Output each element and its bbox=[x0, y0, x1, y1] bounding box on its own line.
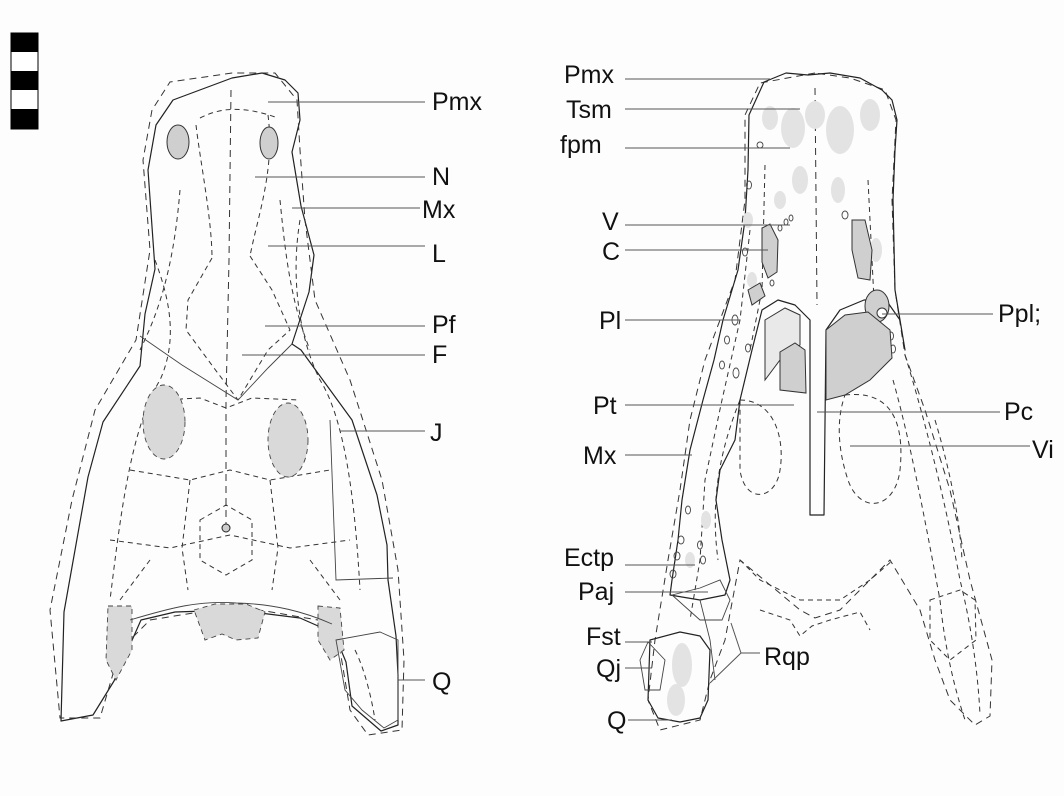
dorsal-view-skull bbox=[50, 73, 404, 735]
label-palatal-rqp: Rqp bbox=[764, 643, 810, 671]
label-palatal-paj: Paj bbox=[578, 578, 614, 606]
label-palatal-qj: Qj bbox=[596, 655, 621, 683]
label-palatal-ectp: Ectp bbox=[564, 544, 614, 572]
label-palatal-mx: Mx bbox=[583, 442, 617, 470]
palatal-labels-left: Pmx Tsm fpm V C Pl Pt Mx Ectp Paj Fst Qj… bbox=[560, 61, 626, 735]
label-dorsal-pmx: Pmx bbox=[432, 88, 483, 116]
label-palatal-pt: Pt bbox=[593, 392, 617, 420]
label-dorsal-mx: Mx bbox=[422, 196, 456, 224]
label-dorsal-f: F bbox=[432, 341, 447, 369]
dorsal-leaders bbox=[242, 102, 425, 680]
label-dorsal-pf: Pf bbox=[432, 311, 456, 339]
dorsal-labels: Pmx N Mx L Pf F J Q bbox=[422, 88, 483, 696]
scale-bar bbox=[11, 33, 38, 129]
label-palatal-tsm: Tsm bbox=[566, 96, 612, 124]
label-palatal-pl: Pl bbox=[599, 307, 621, 335]
label-palatal-q: Q bbox=[607, 707, 626, 735]
label-palatal-ppl: Ppl; bbox=[998, 300, 1041, 328]
label-palatal-v: V bbox=[602, 208, 619, 236]
label-dorsal-l: L bbox=[432, 240, 446, 268]
tooth-blobs bbox=[667, 99, 882, 716]
label-palatal-pmx: Pmx bbox=[564, 61, 615, 89]
palatal-view-skull bbox=[640, 73, 992, 730]
label-dorsal-q: Q bbox=[432, 668, 451, 696]
label-palatal-c: C bbox=[602, 238, 620, 266]
label-dorsal-j: J bbox=[430, 419, 443, 447]
label-palatal-pc: Pc bbox=[1004, 398, 1033, 426]
label-palatal-vi: Vi bbox=[1032, 436, 1054, 464]
label-dorsal-n: N bbox=[432, 163, 450, 191]
label-palatal-fpm: fpm bbox=[560, 131, 602, 159]
palatal-labels-right: Ppl; Pc Vi Rqp bbox=[764, 300, 1054, 671]
label-palatal-fst: Fst bbox=[586, 623, 621, 651]
